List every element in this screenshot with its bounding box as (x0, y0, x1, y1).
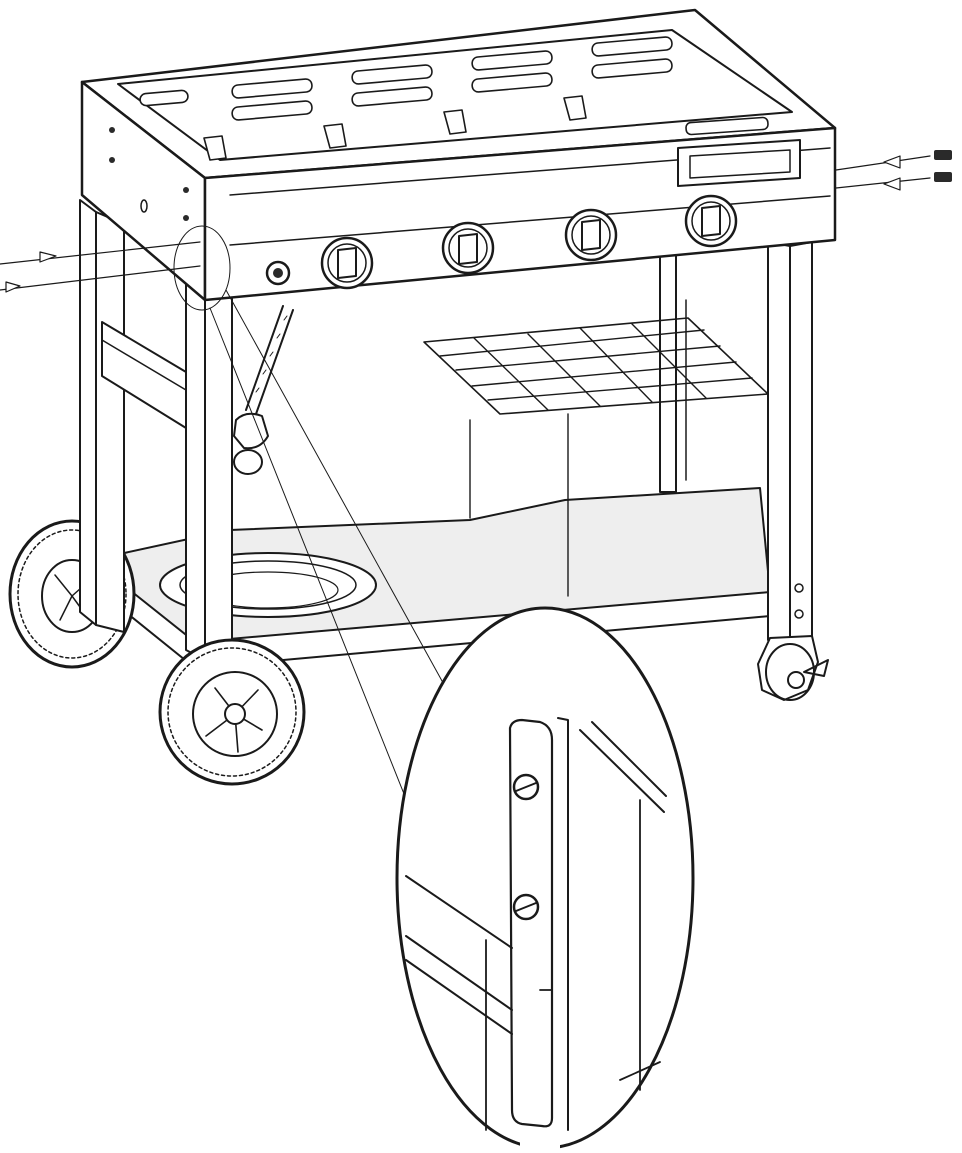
control-knobs (320, 194, 738, 290)
left-screws (0, 241, 201, 293)
detail-marker (173, 225, 469, 835)
right-screws (835, 150, 952, 191)
left-rear-leg (79, 199, 125, 633)
igniter-button (265, 260, 291, 286)
right-rear-leg (659, 249, 687, 493)
detail-callout (395, 606, 695, 1150)
firebox-slots (139, 36, 769, 136)
caster-wheel (757, 635, 829, 701)
wire-rack (423, 317, 769, 597)
gas-hose (233, 305, 294, 475)
burner-brackets (203, 95, 587, 161)
front-wheel (158, 638, 306, 786)
right-front-leg (767, 241, 813, 647)
